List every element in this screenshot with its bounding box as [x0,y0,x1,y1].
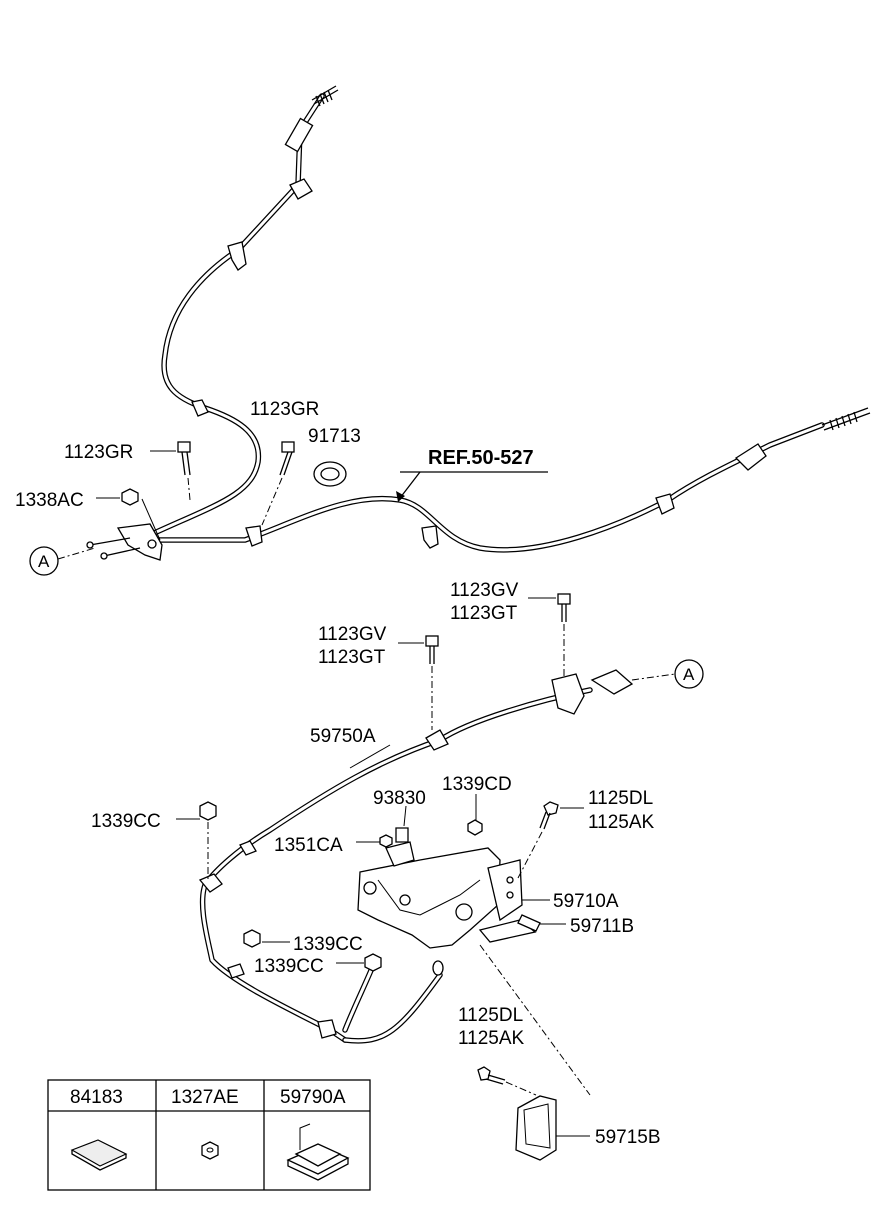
leader-lines [96,450,590,1137]
label-1125ak-top: 1125AK [588,812,655,833]
nut-1327ae-icon [201,1141,219,1160]
table-header-1327ae: 1327AE [171,1087,239,1108]
bolt-1125dl-bottom [477,1066,537,1096]
bracket-59715b [515,1095,557,1161]
table-header-84183: 84183 [70,1087,123,1108]
label-1123gt-mid: 1123GT [318,647,386,668]
label-ref-50-527: REF.50-527 [428,447,534,469]
bolt-1123gr-left [177,441,191,476]
label-93830: 93830 [373,788,426,809]
label-1123gr-top: 1123GR [250,399,319,420]
bolt-1123gv-mid [425,635,439,730]
nut-1339cc-left [199,801,217,821]
label-1123gv-right: 1123GV [450,580,519,601]
label-1339cc-a: 1339CC [293,934,363,955]
label-1339cd: 1339CD [442,774,512,795]
label-59711b: 59711B [570,916,634,937]
label-1123gt-right: 1123GT [450,603,518,624]
part-labels: 1123GR 91713 1123GR REF.50-527 1338AC A … [15,399,695,1148]
parts-table: 84183 1327AE 59790A [47,1079,371,1191]
front-cable-59750a [198,669,634,1044]
label-59750a: 59750A [310,726,376,747]
label-1125ak-bottom: 1125AK [458,1028,525,1049]
label-1338ac: 1338AC [15,490,84,511]
bolt-1123gr-top [279,441,295,476]
label-a-right: A [683,665,695,684]
label-1351ca: 1351CA [274,835,343,856]
parking-brake-lever-59710a [357,819,591,1096]
table-header-59790a: 59790A [280,1087,346,1108]
label-1123gr-left: 1123GR [64,442,133,463]
switch-59790a-icon [286,1123,350,1181]
upper-rear-cable-assembly [86,85,871,561]
label-a-left: A [38,552,50,571]
label-1125dl-top: 1125DL [588,788,653,809]
label-1123gv-mid: 1123GV [318,624,387,645]
label-1339cc-b: 1339CC [254,956,324,977]
nut-1339cc-b [364,953,382,972]
label-91713: 91713 [308,426,361,447]
bolt-1123gv-right [557,593,571,678]
label-59715b: 59715B [595,1127,661,1148]
nut-1338ac [121,488,139,506]
label-1125dl-bottom: 1125DL [458,1005,523,1026]
bolt-1125dl-top [517,801,559,879]
nut-1339cc-a [243,929,261,948]
label-1339cc-left: 1339CC [91,811,161,832]
label-59710a: 59710A [553,891,619,912]
